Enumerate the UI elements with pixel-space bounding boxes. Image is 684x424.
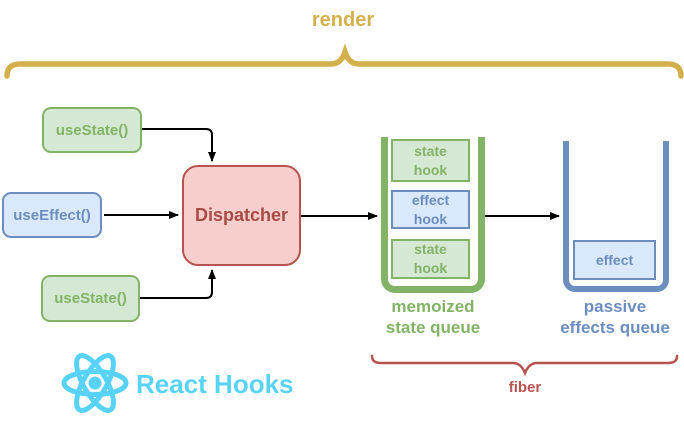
queue-item-effect: effect <box>573 240 656 280</box>
arrow-usestate-bottom-to-dispatcher <box>140 269 216 299</box>
passive-effects-queue-caption: passive effects queue <box>560 297 670 337</box>
queue-item-effect-hook: effect hook <box>391 190 470 229</box>
react-hooks-label: React Hooks <box>136 369 294 399</box>
use-state-top-box: useState() <box>42 107 142 153</box>
react-logo-icon <box>61 353 129 413</box>
render-brace-label: render <box>311 9 375 31</box>
use-effect-box: useEffect() <box>2 192 102 238</box>
queue-item-state-hook-1: state hook <box>391 139 470 182</box>
queue-item-state-hook-2: state hook <box>391 239 470 279</box>
render-brace-icon <box>4 43 684 79</box>
fiber-brace-label: fiber <box>508 379 542 396</box>
arrow-usestate-top-to-dispatcher <box>142 128 216 162</box>
passive-effects-queue-container <box>563 141 669 292</box>
memoized-state-queue-caption: memoized state queue <box>385 297 481 337</box>
memoized-state-queue-container <box>381 137 485 293</box>
fiber-brace-icon <box>370 354 679 377</box>
use-state-bottom-box: useState() <box>41 275 140 322</box>
dispatcher-box: Dispatcher <box>182 165 301 266</box>
